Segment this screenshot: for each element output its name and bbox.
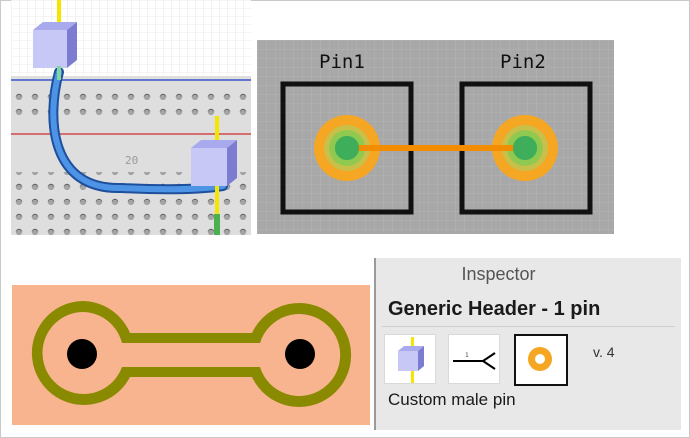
part-version: v. 4 xyxy=(593,344,615,360)
breadboard-canvas: 20 xyxy=(11,0,251,235)
pcb-canvas: Pin1 Pin2 xyxy=(257,40,614,234)
drill-hole-1 xyxy=(67,339,97,369)
header-part-1[interactable] xyxy=(33,0,77,80)
copper-canvas xyxy=(31,301,352,407)
breadboard-view[interactable]: 20 xyxy=(11,0,251,235)
breadboard-view-icon[interactable] xyxy=(384,334,436,384)
pcb-grid xyxy=(257,40,614,234)
inspector-divider xyxy=(382,326,675,327)
power-rail-holes xyxy=(11,86,251,116)
schematic-view-icon[interactable]: 1 xyxy=(448,334,500,384)
header-part-2[interactable] xyxy=(191,116,237,235)
pin2-center xyxy=(513,136,537,160)
ruler-tick-label: 20 xyxy=(125,154,138,167)
pin1-label: Pin1 xyxy=(319,51,365,73)
drill-hole-2 xyxy=(285,339,315,369)
svg-text:1: 1 xyxy=(465,352,469,359)
pcb-view-icon[interactable] xyxy=(514,334,568,386)
part-description: Custom male pin xyxy=(388,390,516,409)
inspector-panel: Inspector Generic Header - 1 pin 1 v. 4 … xyxy=(374,258,681,430)
inspector-title: Inspector xyxy=(461,264,536,284)
part-name: Generic Header - 1 pin xyxy=(388,298,601,320)
wire[interactable] xyxy=(50,69,226,193)
pin2-label: Pin2 xyxy=(500,51,546,73)
pcb-view[interactable]: Pin1 Pin2 xyxy=(257,40,614,234)
copper-inner xyxy=(42,311,341,396)
copper-view[interactable] xyxy=(12,285,370,425)
pin1-center xyxy=(335,136,359,160)
